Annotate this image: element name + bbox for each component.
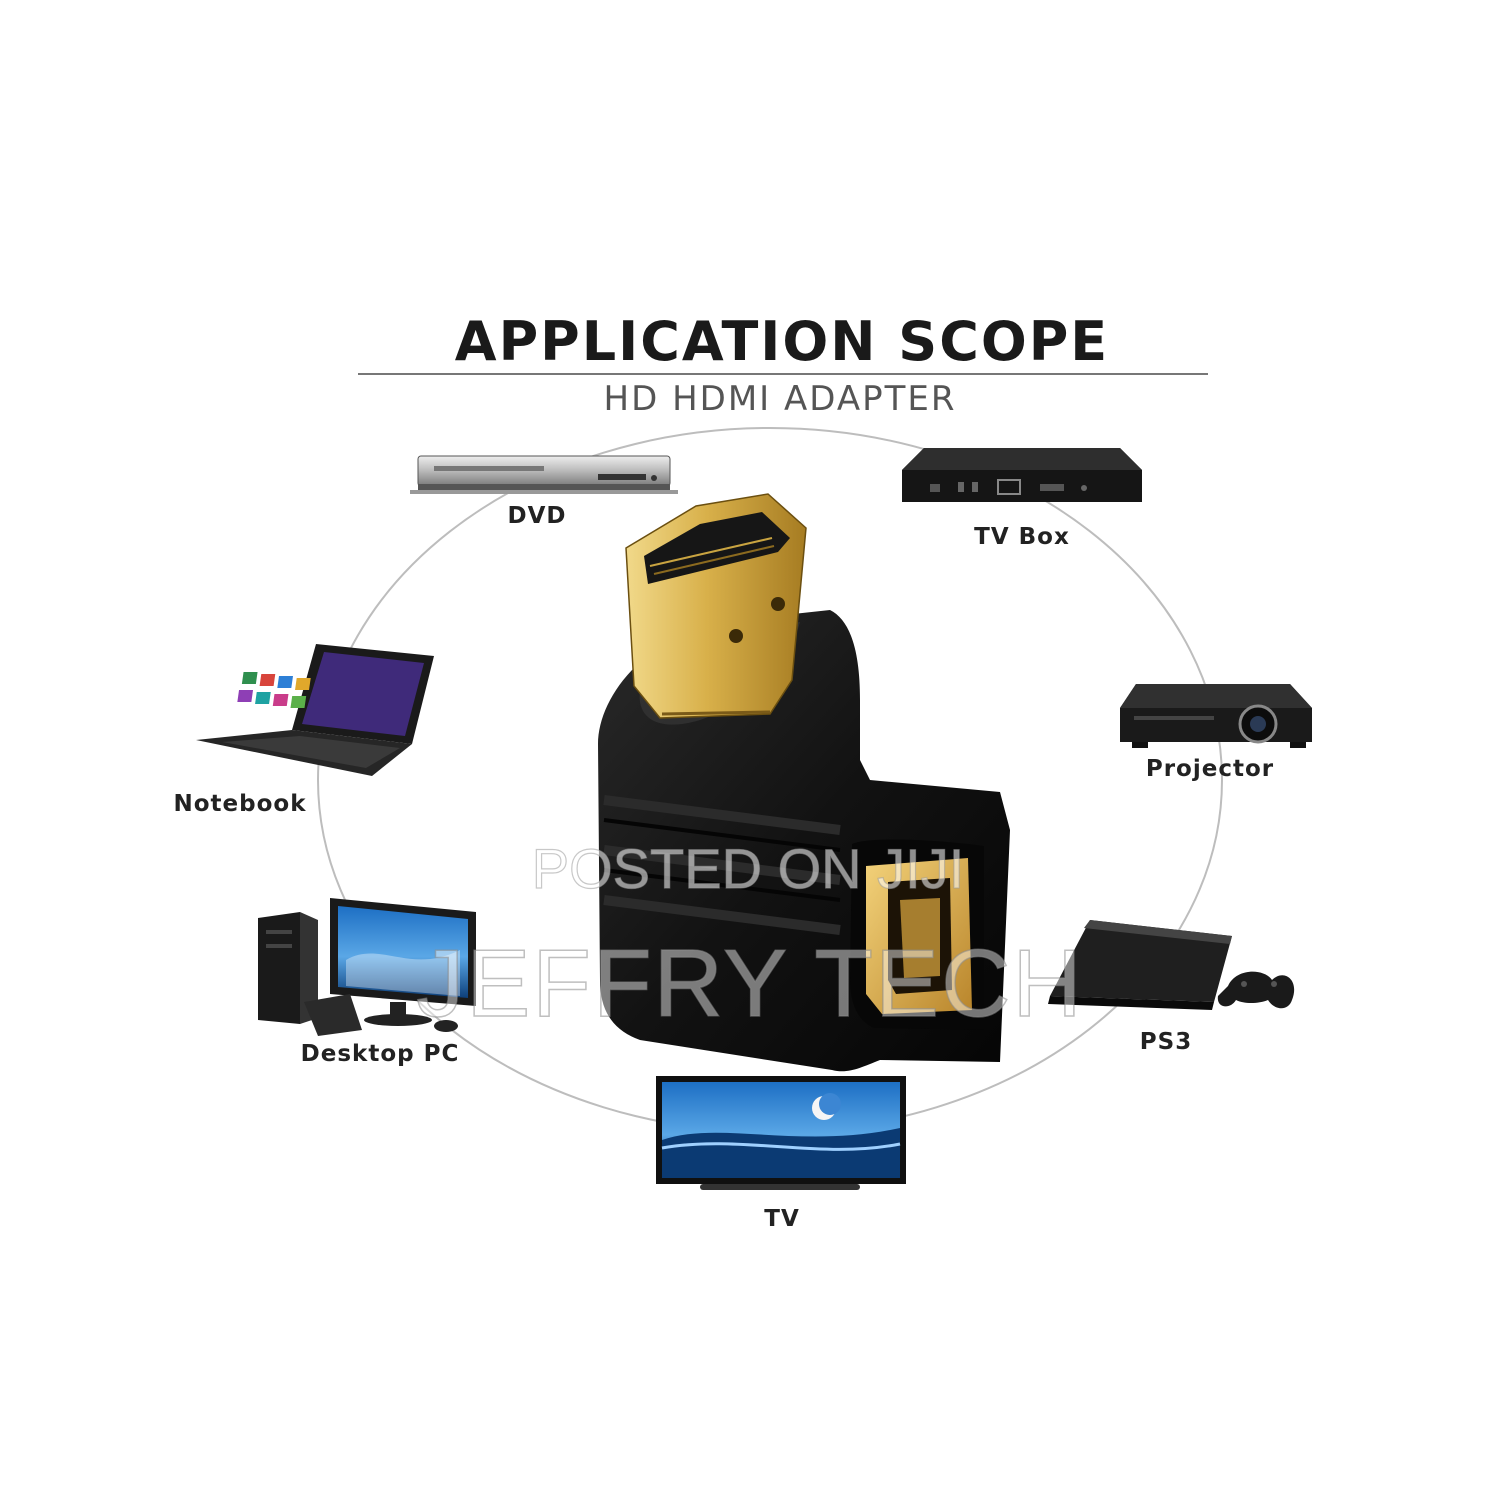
watermark: POSTED ON JIJI JEFFRY TECH [416, 836, 1083, 1037]
projector-label: Projector [1146, 756, 1274, 782]
watermark-posted: POSTED ON JIJI [532, 837, 965, 900]
game-console-icon [1048, 920, 1295, 1010]
page-title: APPLICATION SCOPE [455, 310, 1109, 373]
notebook-label: Notebook [173, 791, 306, 817]
tv-box-label: TV Box [974, 524, 1070, 550]
dvd-label: DVD [508, 503, 567, 529]
watermark-shop: JEFFRY TECH [416, 930, 1083, 1037]
dvd-player-icon [410, 455, 678, 494]
header: APPLICATION SCOPE HD HDMI ADAPTER [358, 310, 1208, 419]
desktop-pc-label: Desktop PC [301, 1041, 460, 1067]
ps3-label: PS3 [1140, 1029, 1192, 1055]
tv-label: TV [764, 1206, 800, 1232]
laptop-icon [196, 644, 434, 776]
projector-icon [1120, 684, 1312, 748]
page-subtitle: HD HDMI ADAPTER [604, 379, 957, 419]
desktop-pc-icon [258, 898, 476, 1036]
tv-icon [656, 1076, 906, 1190]
hdmi-right-angle-adapter [598, 493, 1010, 1072]
tv-box-icon [902, 448, 1142, 502]
